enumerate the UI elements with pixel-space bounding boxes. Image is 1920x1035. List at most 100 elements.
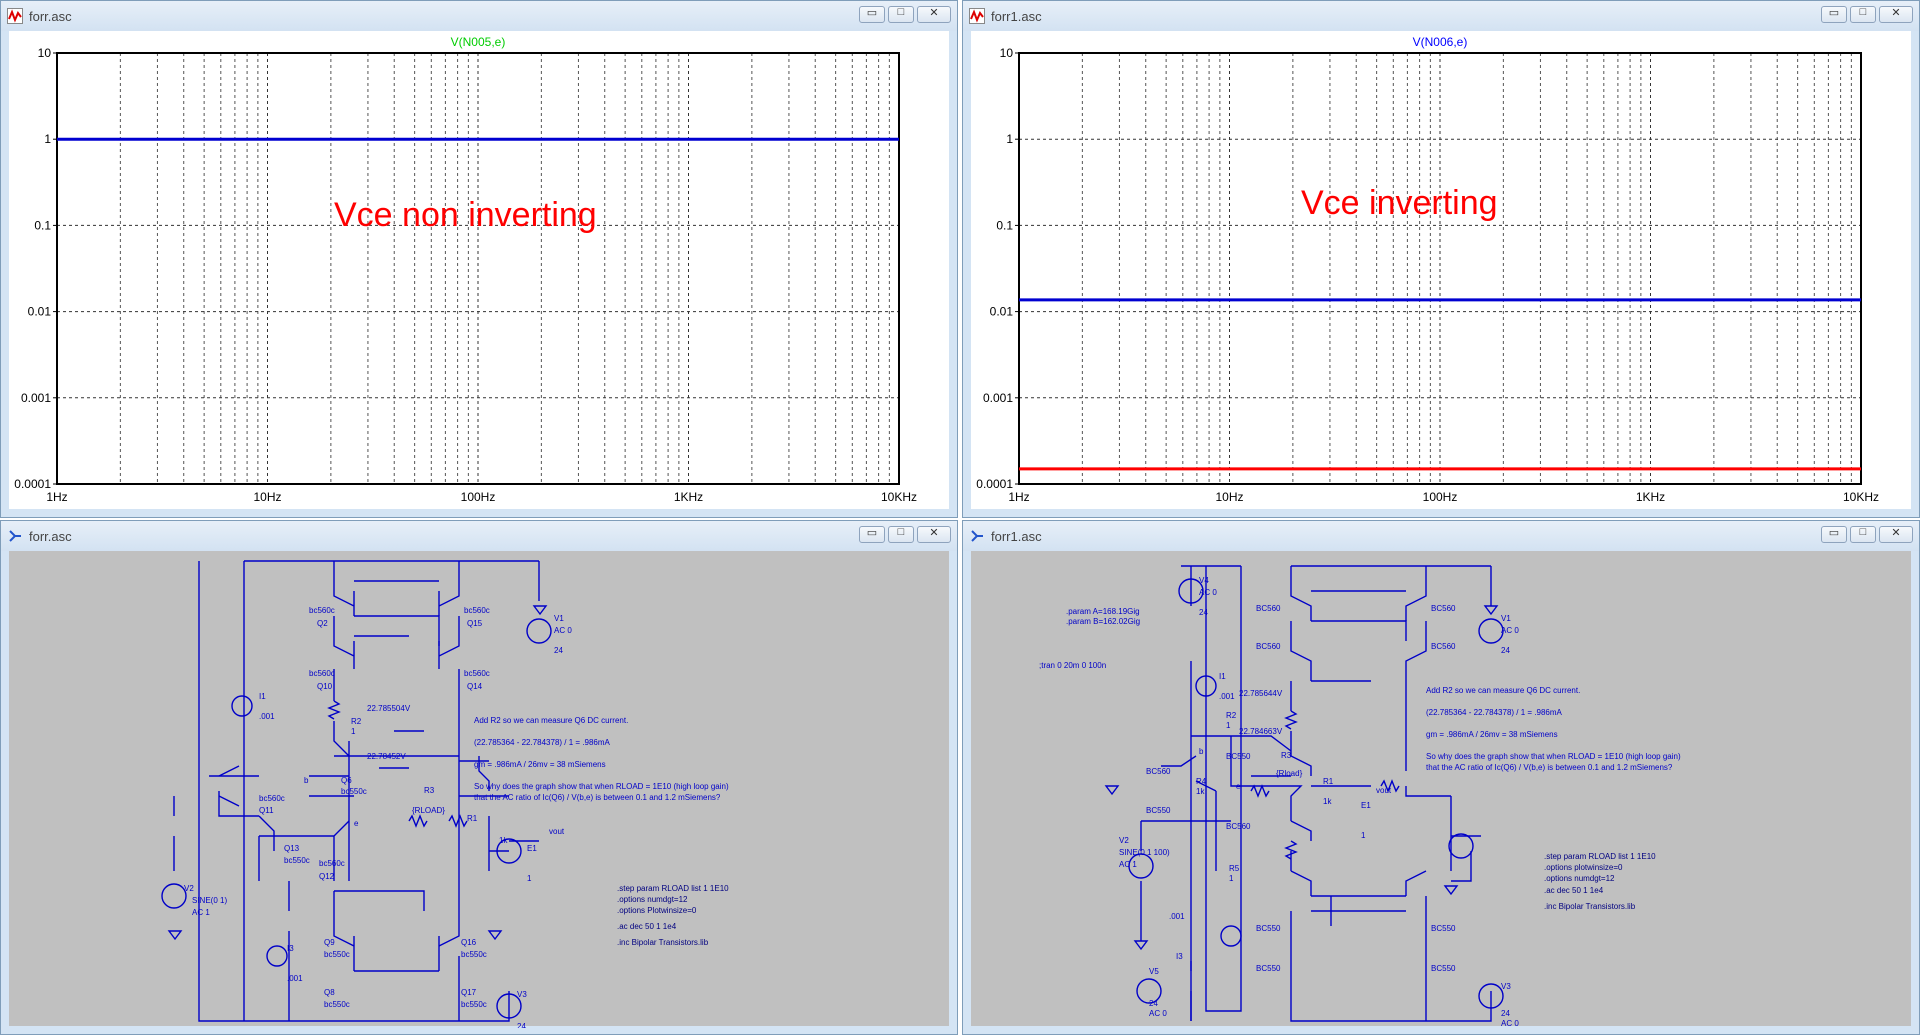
q2-name: Q2 (317, 619, 328, 628)
minimize-button[interactable]: ▭ (1821, 526, 1847, 543)
close-button[interactable]: ✕ (917, 6, 951, 23)
window-title: forr1.asc (991, 9, 1042, 24)
v5-value: 24 (1149, 999, 1158, 1008)
q-model: BC550 (1226, 752, 1251, 761)
r2-value: 1 (1226, 721, 1231, 730)
q9-model: bc550c (324, 950, 350, 959)
window-title: forr.asc (29, 529, 72, 544)
i1-value: .001 (1219, 692, 1235, 701)
directive-line: .options numdgt=12 (617, 895, 688, 904)
v5-ac: AC 0 (1149, 1009, 1167, 1018)
directive-line: .options numdgt=12 (1544, 874, 1615, 883)
note-line: So why does the graph show that when RLO… (1426, 752, 1681, 761)
minimize-button[interactable]: ▭ (859, 6, 885, 23)
y-tick-label: 0.0001 (976, 477, 1013, 491)
y-tick-label: 0.1 (996, 218, 1013, 232)
minimize-icon: ▭ (1828, 7, 1840, 19)
q11-model: bc560c (259, 794, 285, 803)
q16-model: bc550c (461, 950, 487, 959)
v3-value: 24 (1501, 1009, 1510, 1018)
trace-label: V(N006,e) (1413, 35, 1468, 49)
close-button[interactable]: ✕ (917, 526, 951, 543)
note-line: So why does the graph show that when RLO… (474, 782, 729, 791)
note-line: that the AC ratio of Ic(Q6) / V(b,e) is … (1426, 763, 1673, 772)
maximize-icon: □ (1859, 526, 1867, 538)
titlebar[interactable]: forr1.asc ▭ □ ✕ (963, 1, 1919, 31)
i3-value: .001 (1169, 912, 1185, 921)
directive-line: .step param RLOAD list 1 1E10 (617, 884, 729, 893)
v3-name: V3 (1501, 982, 1511, 991)
y-tick-label: 1 (1006, 132, 1013, 146)
r5-value: 1 (1229, 874, 1234, 883)
v2-sine: SINE(0 1 100) (1119, 848, 1170, 857)
node-e: e (1236, 782, 1241, 791)
maximize-button[interactable]: □ (1850, 6, 1876, 23)
q8-name: Q8 (324, 988, 335, 997)
q17-model: bc550c (461, 1000, 487, 1009)
schematic-canvas[interactable]: bc560c Q2 bc560c Q15 bc560c Q10 bc560c Q… (9, 551, 949, 1028)
note-line: (22.785364 - 22.784378) / 1 = .986mA (1426, 708, 1563, 717)
q16-name: Q16 (461, 938, 477, 947)
i3-name: I3 (1176, 952, 1183, 961)
v1-name: V1 (554, 614, 564, 623)
e1-name: E1 (527, 844, 537, 853)
e1-value: 1 (527, 874, 532, 883)
minimize-button[interactable]: ▭ (1821, 6, 1847, 23)
wires (173, 560, 540, 1022)
x-tick-label: 1Hz (46, 490, 67, 504)
y-tick-label: 10 (1000, 46, 1014, 60)
q15-model: bc560c (464, 606, 490, 615)
titlebar[interactable]: forr.asc ▭ □ ✕ (1, 1, 957, 31)
directives-block: .step param RLOAD list 1 1E10 .options n… (617, 884, 729, 947)
schematic-drawing[interactable]: bc560c Q2 bc560c Q15 bc560c Q10 bc560c Q… (9, 551, 949, 1028)
maximize-button[interactable]: □ (888, 526, 914, 543)
q14-name: Q14 (467, 682, 483, 691)
volt1: 22.785644V (1239, 689, 1283, 698)
volt1: 22.785504V (367, 704, 411, 713)
maximize-icon: □ (897, 526, 905, 538)
maximize-button[interactable]: □ (888, 6, 914, 23)
v1-ac: AC 0 (1501, 626, 1519, 635)
minimize-button[interactable]: ▭ (859, 526, 885, 543)
note-line: gm = .986mA / 26mv = 38 mSiemens (1426, 730, 1558, 739)
vout-label: vout (1376, 786, 1392, 795)
r3-value: {RLOAD} (412, 806, 445, 815)
x-tick-label: 100Hz (461, 490, 496, 504)
q-model: BC560 (1256, 642, 1281, 651)
close-button[interactable]: ✕ (1879, 526, 1913, 543)
r3-name: R3 (1281, 751, 1292, 760)
schematic-drawing[interactable]: V4 AC 0 24 .param A=168.19Gig .param B=1… (971, 551, 1911, 1028)
note-line: gm = .986mA / 26mv = 38 mSiemens (474, 760, 606, 769)
param-a: .param A=168.19Gig (1066, 607, 1140, 616)
close-icon: ✕ (1891, 7, 1901, 19)
volt2: 22.784663V (1239, 727, 1283, 736)
minimize-icon: ▭ (866, 527, 878, 539)
close-button[interactable]: ✕ (1879, 6, 1913, 23)
minimize-icon: ▭ (1828, 527, 1840, 539)
maximize-button[interactable]: □ (1850, 526, 1876, 543)
node-b: b (304, 776, 309, 785)
directive-line: .options Plotwinsize=0 (617, 906, 697, 915)
v4-ac: AC 0 (1199, 588, 1217, 597)
schematic-app-icon (9, 530, 21, 542)
x-tick-label: 1KHz (674, 490, 703, 504)
v1-value: 24 (554, 646, 563, 655)
q12-name: Q12 (319, 872, 335, 881)
y-tick-label: 0.0001 (14, 477, 51, 491)
close-icon: ✕ (929, 7, 939, 19)
v4-value: 24 (1199, 608, 1208, 617)
e1-value: 1 (1361, 831, 1366, 840)
waveform-app-icon (969, 8, 985, 24)
y-tick-label: 0.01 (28, 305, 52, 319)
titlebar[interactable]: forr.asc ▭ □ ✕ (1, 521, 957, 551)
titlebar[interactable]: forr1.asc ▭ □ ✕ (963, 521, 1919, 551)
schematic-canvas[interactable]: V4 AC 0 24 .param A=168.19Gig .param B=1… (971, 551, 1911, 1028)
x-tick-label: 100Hz (1423, 490, 1458, 504)
q13-name: Q13 (284, 844, 300, 853)
v2-ac: AC 1 (1119, 860, 1137, 869)
y-tick-label: 0.01 (990, 305, 1014, 319)
